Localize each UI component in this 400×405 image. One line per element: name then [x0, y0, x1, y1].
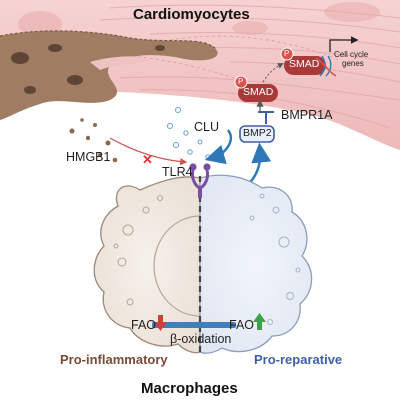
macrophages-title: Macrophages — [141, 380, 238, 397]
hmgb1-particles — [69, 118, 118, 163]
beta-oxidation-bar — [152, 322, 236, 328]
phospho-label-2: P — [284, 49, 290, 58]
bmpr1a-label: BMPR1A — [281, 108, 333, 122]
smad-pathway — [234, 36, 359, 112]
pro-inflammatory-label: Pro-inflammatory — [60, 352, 168, 367]
bmp2-label: BMP2 — [243, 127, 272, 139]
bmpr1a-receptor — [239, 111, 275, 143]
hmgb1-blocked-arrow: ✕ — [109, 137, 188, 167]
hmgb1-label: HMGB1 — [66, 150, 111, 164]
clu-arrow — [204, 129, 233, 165]
smad-label-cytoplasm: SMAD — [243, 86, 274, 98]
clu-label: CLU — [194, 120, 220, 134]
scar-tissue — [0, 30, 218, 120]
smad-label-nucleus: SMAD — [289, 58, 320, 70]
beta-oxidation-label: β-oxidation — [170, 332, 232, 346]
cell-cycle-genes-line1: Cell cycle — [334, 50, 369, 59]
pro-reparative-label: Pro-reparative — [254, 352, 343, 367]
fao-left-label: FAO — [131, 318, 157, 332]
cell-cycle-genes-line2: genes — [342, 59, 364, 68]
block-x-mark: ✕ — [142, 152, 153, 167]
tlr4-receptor — [189, 163, 211, 198]
cardiomyocytes-title: Cardiomyocytes — [133, 6, 250, 23]
phospho-label-1: P — [238, 77, 244, 86]
fao-right-label: FAO — [229, 318, 255, 332]
macrophage-pro-reparative — [199, 174, 313, 354]
tlr4-label: TLR4 — [162, 165, 193, 179]
fao-up-arrow — [253, 313, 266, 330]
fao-down-arrow — [154, 315, 167, 331]
